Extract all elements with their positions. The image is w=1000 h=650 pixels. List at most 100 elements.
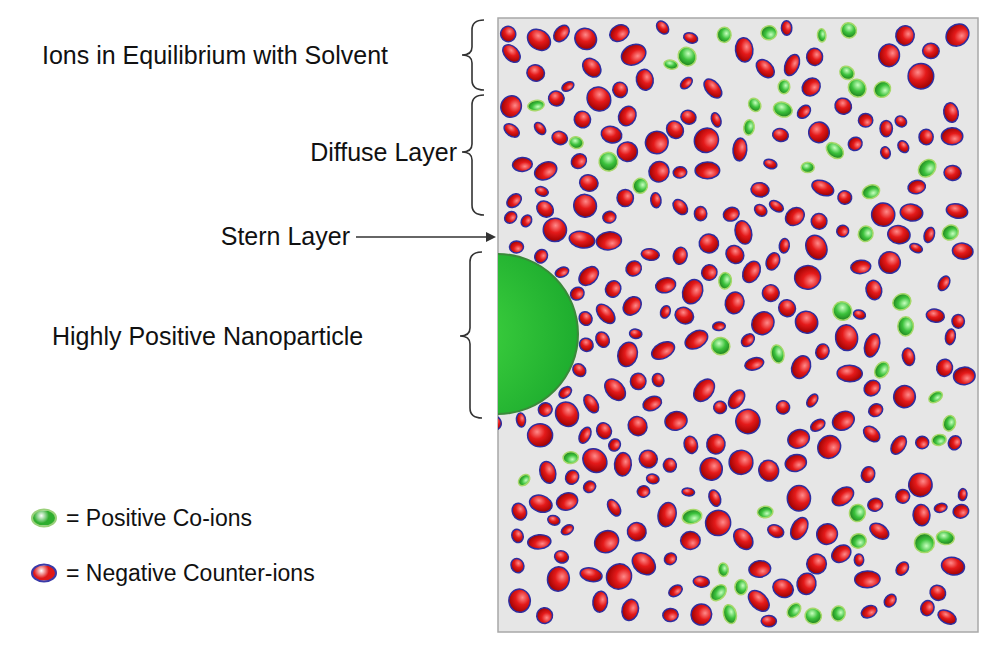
counter-ion xyxy=(894,24,916,47)
counter-ion xyxy=(858,113,873,127)
counter-ion xyxy=(788,353,814,382)
counter-ion xyxy=(537,459,558,485)
counter-ion xyxy=(502,209,519,226)
bracket xyxy=(460,252,482,418)
counter-ion xyxy=(759,281,782,304)
counter-ion xyxy=(771,127,789,143)
counter-ion xyxy=(656,501,679,529)
counter-ion xyxy=(570,361,588,379)
counter-ion xyxy=(689,123,723,157)
counter-ion xyxy=(958,488,968,501)
counter-ion xyxy=(799,74,824,99)
counter-ion xyxy=(603,278,624,300)
counter-ion xyxy=(919,129,933,145)
counter-ion xyxy=(713,400,728,414)
counter-ion xyxy=(554,265,571,279)
brackets xyxy=(356,20,488,418)
annotation-label: Highly Positive Nanoparticle xyxy=(52,322,363,351)
counter-ion xyxy=(810,177,836,199)
counter-ion xyxy=(732,405,764,437)
co-ion xyxy=(856,224,875,244)
counter-ion xyxy=(554,490,579,513)
co-ion xyxy=(681,508,703,525)
counter-ion xyxy=(707,488,723,508)
counter-ion xyxy=(951,242,974,261)
legend-swatch xyxy=(31,564,57,583)
counter-ion xyxy=(618,40,649,69)
co-ion xyxy=(803,607,822,626)
counter-ion xyxy=(723,290,746,315)
counter-ion xyxy=(611,80,630,100)
counter-ion xyxy=(551,22,573,44)
counter-ion xyxy=(595,231,622,252)
counter-ion xyxy=(620,597,641,622)
counter-ion xyxy=(767,198,785,214)
counter-ion xyxy=(888,433,910,457)
counter-ion xyxy=(922,43,939,59)
counter-ion xyxy=(507,588,531,614)
counter-ion xyxy=(512,157,532,172)
counter-ion xyxy=(775,296,799,320)
co-ion xyxy=(757,505,774,518)
counter-ion xyxy=(607,22,632,45)
counter-ion xyxy=(571,108,593,130)
counter-ion xyxy=(563,468,581,487)
annotation-label: Ions in Equilibrium with Solvent xyxy=(42,41,388,70)
counter-ion xyxy=(753,56,778,81)
counter-ion xyxy=(936,607,959,627)
counter-ion xyxy=(532,158,560,183)
counter-ion xyxy=(748,560,772,579)
counter-ion xyxy=(592,590,609,613)
counter-ion xyxy=(509,241,523,253)
co-ion xyxy=(823,139,846,161)
counter-ion xyxy=(906,471,935,500)
counter-ion xyxy=(912,504,930,527)
counter-ion xyxy=(614,452,632,477)
co-ion xyxy=(707,582,729,604)
co-ion xyxy=(527,99,545,112)
counter-ion xyxy=(546,514,561,527)
co-ion xyxy=(760,24,778,41)
counter-ion xyxy=(730,525,757,553)
counter-ion xyxy=(783,452,808,473)
counter-ion xyxy=(510,528,525,545)
counter-ion xyxy=(577,309,595,327)
co-ion xyxy=(568,136,584,150)
counter-ion xyxy=(867,520,892,543)
counter-ion xyxy=(732,138,748,162)
counter-ion xyxy=(532,247,550,265)
counter-ion xyxy=(581,479,597,495)
counter-ion xyxy=(579,566,604,584)
co-ion xyxy=(717,27,732,43)
counter-ion xyxy=(750,182,770,199)
counter-ion xyxy=(693,576,710,588)
counter-ion xyxy=(679,108,698,127)
counter-ion xyxy=(498,92,525,121)
counter-ion xyxy=(594,420,614,441)
counter-ion xyxy=(808,417,827,434)
counter-ion xyxy=(734,37,753,63)
counter-ion xyxy=(699,457,723,481)
counter-ion xyxy=(893,487,912,505)
counter-ion xyxy=(662,457,677,473)
counter-ion xyxy=(936,274,953,293)
counter-ion xyxy=(550,129,569,146)
counter-ion xyxy=(893,559,911,577)
legend-text: = Negative Counter-ions xyxy=(66,560,315,586)
counter-ion xyxy=(835,223,851,239)
counter-ion xyxy=(534,198,557,221)
counter-ion xyxy=(770,576,797,601)
counter-ion xyxy=(532,120,548,136)
counter-ion xyxy=(682,31,699,45)
counter-ion xyxy=(952,503,971,520)
counter-ion xyxy=(619,293,645,319)
counter-ion xyxy=(892,384,917,410)
legend-text: = Positive Co-ions xyxy=(66,505,252,531)
counter-ion xyxy=(814,342,831,361)
co-ion xyxy=(663,59,678,70)
counter-ion xyxy=(943,165,961,181)
counter-ion xyxy=(630,373,646,390)
co-ion xyxy=(927,389,945,405)
counter-ion xyxy=(942,20,974,51)
counter-ion xyxy=(602,210,617,224)
